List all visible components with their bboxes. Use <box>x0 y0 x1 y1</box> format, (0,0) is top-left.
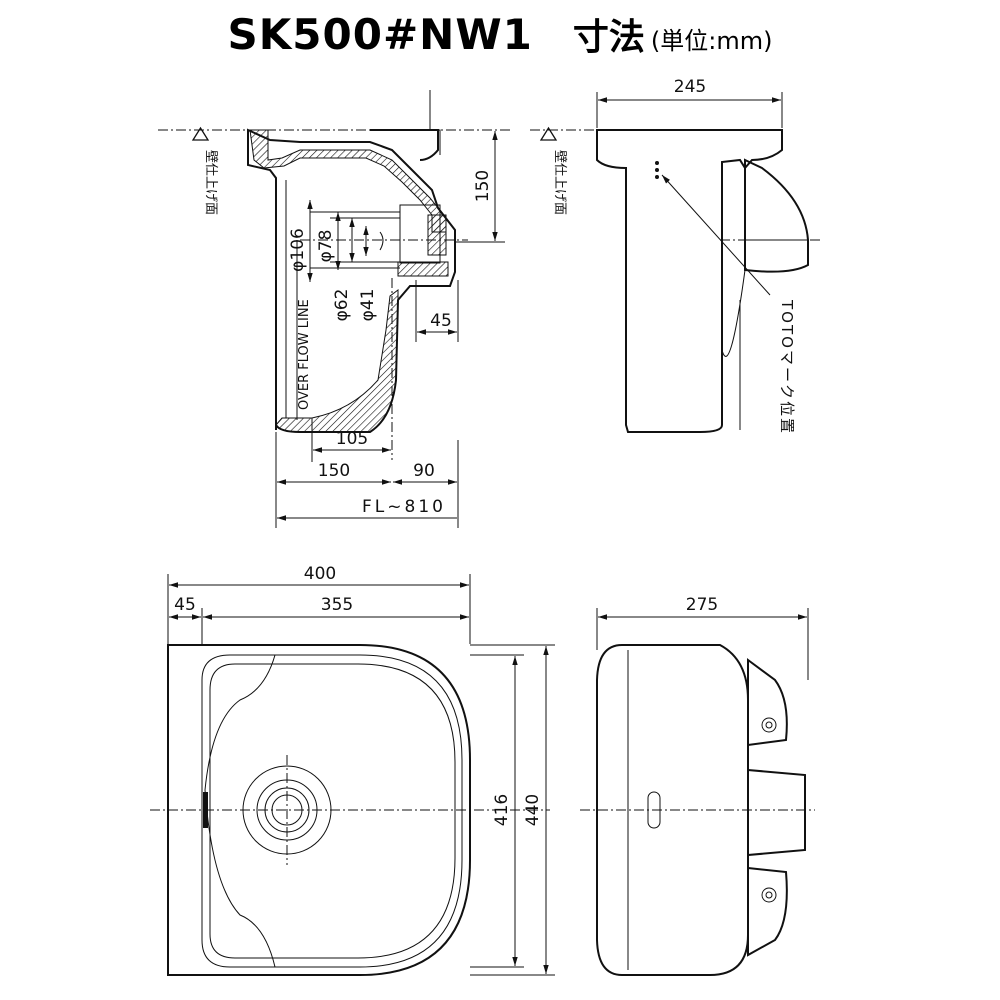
toto-mark-position-label: TOTOマーク位置 <box>778 299 796 435</box>
dim-355: 355 <box>321 595 353 615</box>
hatched-section-top <box>249 129 447 233</box>
dim-45-plan: 45 <box>174 595 196 615</box>
dim-440: 440 <box>523 794 543 826</box>
wall-marker-triangle <box>191 126 210 141</box>
basin-outer-shell <box>247 128 456 433</box>
wall-finish-label-2: 壁仕上げ面 <box>552 150 567 215</box>
dim-phi106: φ106 <box>288 228 308 272</box>
basin-rear-body <box>596 644 749 976</box>
basin-side-silhouette <box>596 129 783 433</box>
overflow-line-label: OVER FLOW LINE <box>297 299 312 410</box>
wall-marker-triangle-2 <box>539 126 558 141</box>
plan-view: 400 45 355 416 440 <box>150 564 555 976</box>
rear-view: 275 <box>580 595 815 976</box>
drawing-title: SK500#NW1 寸法(単位:mm) <box>0 8 1000 60</box>
drain-flange <box>427 214 447 256</box>
dim-45-side: 45 <box>430 311 452 331</box>
dimension-word: 寸法 <box>572 17 645 58</box>
side-section-view: 壁仕上げ面 φ106 φ78 φ62 φ41 OVE <box>158 90 510 528</box>
dim-275: 275 <box>686 595 718 615</box>
bracket-top <box>747 658 788 747</box>
mounting-screw-bottom-icon <box>761 887 777 903</box>
mounting-screw-top-icon <box>761 717 777 733</box>
dim-105: 105 <box>336 429 368 449</box>
bowl-inner-edge <box>204 654 276 968</box>
unit-label: (単位:mm) <box>650 27 773 55</box>
dim-phi78: φ78 <box>316 230 336 263</box>
drain-boss-side <box>744 158 809 273</box>
dim-150-vertical: 150 <box>473 170 493 202</box>
hatched-section-bottom <box>275 289 399 433</box>
drain-boss-rear <box>747 768 806 857</box>
basin-plan-outline <box>167 644 471 976</box>
dim-phi62: φ62 <box>332 289 352 322</box>
dim-150-horizontal: 150 <box>318 461 350 481</box>
side-exterior-view: 壁仕上げ面 245 TOTOマーク位置 <box>530 77 820 435</box>
drain-base <box>397 261 449 277</box>
dim-400: 400 <box>304 564 336 584</box>
model-code: SK500#NW1 <box>227 10 533 59</box>
rim-profile <box>370 129 439 161</box>
basin-plan-rim <box>201 654 463 968</box>
dim-416: 416 <box>492 794 512 826</box>
dim-phi41: φ41 <box>358 289 378 322</box>
basin-plan-rim-inner <box>209 663 456 959</box>
drain-check-symbol <box>379 231 384 251</box>
dim-245: 245 <box>674 77 706 97</box>
bracket-bottom <box>747 866 788 957</box>
dim-fl-810: FL~810 <box>362 497 446 517</box>
wall-finish-label: 壁仕上げ面 <box>203 150 218 215</box>
toto-mark-icon <box>655 161 659 179</box>
dim-90: 90 <box>413 461 435 481</box>
